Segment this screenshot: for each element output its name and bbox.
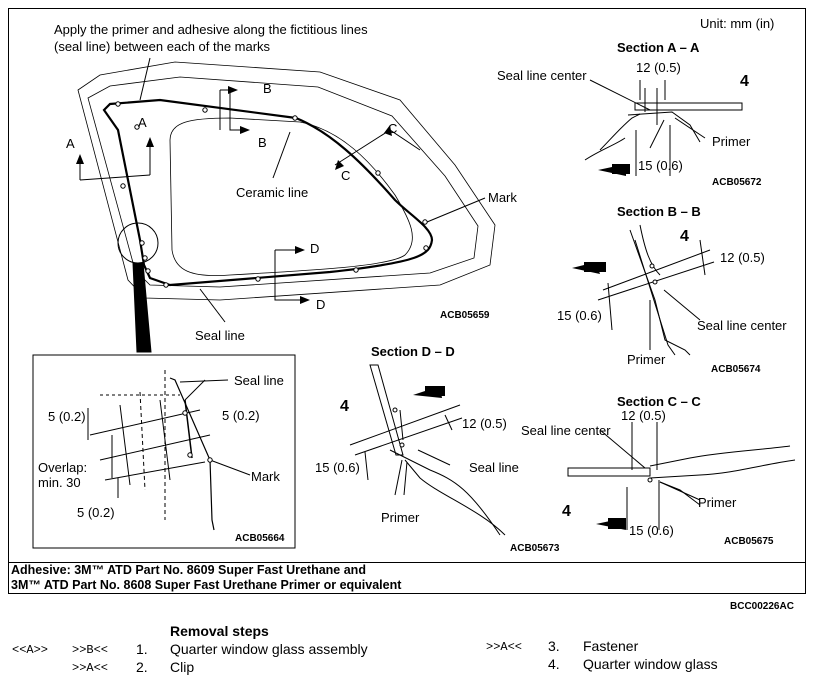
detail-seal-line-label: Seal line	[234, 373, 284, 388]
step3-label: Fastener	[583, 638, 639, 654]
figure-frame	[8, 8, 806, 594]
mark-dot	[145, 268, 151, 274]
section-bb-dim-left: 15 (0.6)	[557, 308, 602, 323]
detail-overlap-line2: min. 30	[38, 475, 81, 490]
section-cc-code: ACB05675	[724, 536, 774, 547]
mark-dot	[422, 219, 428, 225]
main-view-code: ACB05659	[440, 310, 490, 321]
section-dd-title: Section D – D	[371, 344, 455, 359]
section-dd-primer: Primer	[381, 510, 420, 525]
section-cc-title: Section C – C	[617, 394, 701, 409]
section-dd-dim-right: 12 (0.5)	[462, 416, 507, 431]
section-mark-a1: A	[66, 136, 75, 151]
section-mark-c2: C	[341, 168, 351, 183]
section-dd-code: ACB05673	[510, 543, 560, 554]
step1-mark1: <<A>>	[12, 643, 49, 657]
mark-dot	[292, 115, 298, 121]
adhesive-note: Adhesive: 3M™ ATD Part No. 8609 Super Fa…	[9, 562, 805, 594]
section-aa-dim-bottom: 15 (0.6)	[638, 158, 683, 173]
section-dd-dim-left: 15 (0.6)	[315, 460, 360, 475]
section-cc-dim-top: 12 (0.5)	[621, 408, 666, 423]
seal-line	[102, 98, 434, 287]
mark-dot	[375, 170, 381, 176]
step2-number: 2.	[136, 659, 148, 675]
section-bb-primer: Primer	[627, 352, 666, 367]
ceramic-line-label: Ceramic line	[236, 185, 309, 200]
section-mark-b2: B	[258, 135, 267, 150]
step3-number: 3.	[548, 638, 560, 654]
mark-dot	[115, 101, 121, 107]
section-dd-part-no: 4	[340, 398, 349, 415]
step1-mark2: >>B<<	[72, 643, 109, 657]
section-cc-primer: Primer	[698, 495, 737, 510]
step2-mark2: >>A<<	[72, 661, 109, 675]
mark-dot	[202, 107, 208, 113]
seal-line-label: Seal line	[195, 328, 245, 343]
top-note-line1: Apply the primer and adhesive along the …	[54, 22, 368, 37]
section-mark-d1: D	[310, 241, 320, 256]
mark-dot	[163, 282, 169, 288]
detail-dim-b: 5 (0.2)	[222, 408, 260, 423]
detail-overlap-line1: Overlap:	[38, 460, 88, 475]
unit-label: Unit: mm (in)	[700, 16, 775, 31]
mark-label: Mark	[488, 190, 517, 205]
adhesive-line1: Adhesive: 3M™ ATD Part No. 8609 Super Fa…	[11, 563, 366, 577]
step1-number: 1.	[136, 641, 148, 657]
section-aa-primer: Primer	[712, 134, 751, 149]
step3-mark2: >>A<<	[486, 640, 523, 654]
mark-dot	[139, 240, 145, 246]
section-bb-code: ACB05674	[711, 364, 761, 375]
detail-mark-label: Mark	[251, 469, 280, 484]
section-cc-dim-bottom: 15 (0.6)	[629, 523, 674, 538]
top-note-line2: (seal line) between each of the marks	[54, 39, 271, 54]
section-aa-code: ACB05672	[712, 177, 762, 188]
section-dd-seal-line: Seal line	[469, 460, 519, 475]
section-aa-seal-line-center: Seal line center	[497, 68, 587, 83]
step4-number: 4.	[548, 656, 560, 672]
glass-inner-outline	[87, 76, 479, 288]
step4-label: Quarter window glass	[583, 656, 718, 672]
mark-dot	[353, 267, 359, 273]
detail-dim-c: 5 (0.2)	[77, 505, 115, 520]
mark-dot	[134, 124, 140, 130]
mark-dot	[142, 255, 148, 261]
figure-code: BCC00226AC	[730, 601, 794, 612]
mark-dot	[255, 276, 261, 282]
section-bb-part-no: 4	[680, 228, 689, 245]
section-mark-b1: B	[263, 81, 272, 96]
section-mark-d2: D	[316, 297, 326, 312]
step1-label: Quarter window glass assembly	[170, 641, 368, 657]
mark-dot	[423, 245, 429, 251]
section-aa-dim-top: 12 (0.5)	[636, 60, 681, 75]
detail-code: ACB05664	[235, 533, 285, 544]
step2-label: Clip	[170, 659, 195, 675]
section-aa-title: Section A – A	[617, 40, 700, 55]
section-bb-seal-line-center: Seal line center	[697, 318, 787, 333]
section-cc-seal-line-center: Seal line center	[521, 423, 611, 438]
adhesive-line2: 3M™ ATD Part No. 8608 Super Fast Urethan…	[11, 578, 402, 592]
section-bb-dim-right: 12 (0.5)	[720, 250, 765, 265]
mark-dot	[120, 183, 126, 189]
detail-dim-a: 5 (0.2)	[48, 409, 86, 424]
section-aa-part-no: 4	[740, 73, 749, 90]
section-bb-title: Section B – B	[617, 204, 701, 219]
section-mark-c1: C	[388, 121, 398, 136]
section-mark-a2: A	[138, 115, 147, 130]
section-cc-part-no: 4	[562, 503, 571, 520]
removal-steps-heading: Removal steps	[170, 623, 269, 639]
